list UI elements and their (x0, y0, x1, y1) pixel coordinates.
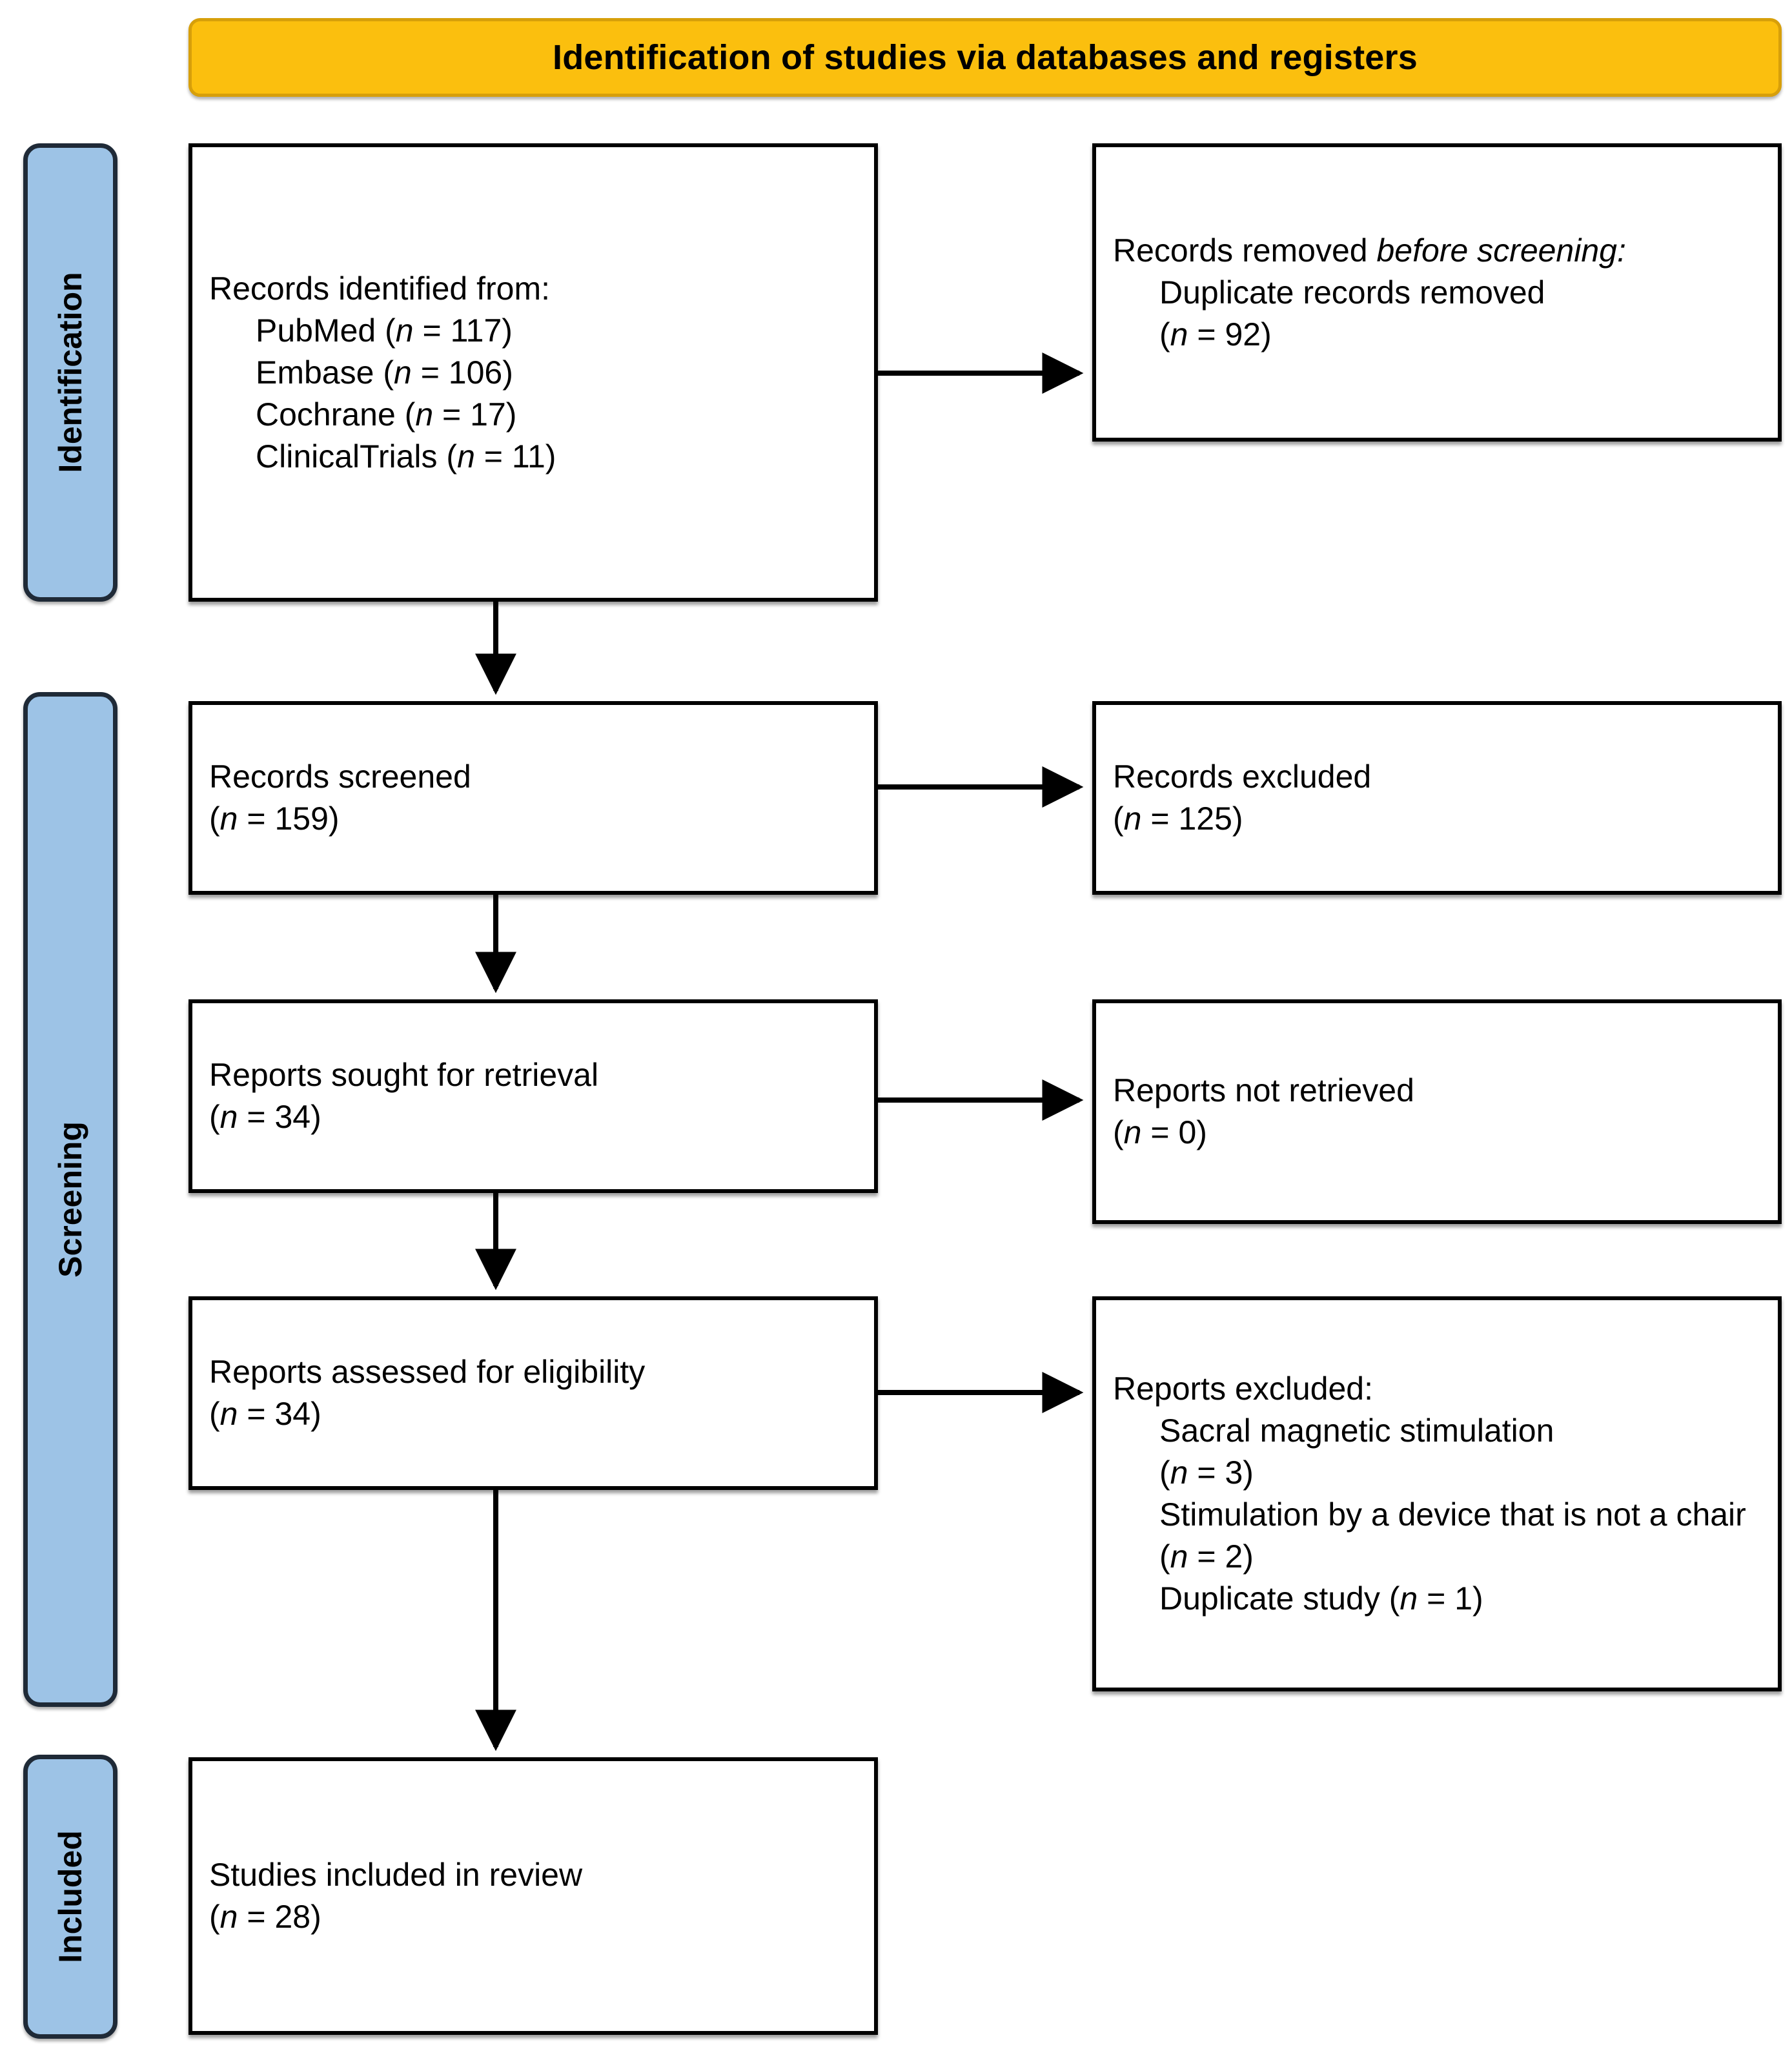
reports-excluded-reason: Sacral magnetic stimulation(n = 3) (1159, 1413, 1554, 1491)
box-reports-sought-for-retrieval: Reports sought for retrieval (n = 34) (188, 999, 878, 1193)
records-excluded-title: Records excluded (1113, 759, 1372, 795)
box-reports-excluded: Reports excluded: Sacral magnetic stimul… (1092, 1296, 1782, 1691)
records-screened-title: Records screened (209, 759, 471, 795)
reports-sought-count: (n = 34) (209, 1099, 321, 1135)
reports-excluded-reason: Stimulation by a device that is not a ch… (1159, 1496, 1746, 1575)
stage-label-identification: Identification (52, 272, 88, 473)
records-identified-item: ClinicalTrials (n = 11) (256, 438, 556, 474)
box-records-identified: Records identified from: PubMed (n = 117… (188, 143, 878, 602)
records-identified-item: Cochrane (n = 17) (256, 396, 517, 433)
reports-assessed-count: (n = 34) (209, 1396, 321, 1432)
reports-sought-title: Reports sought for retrieval (209, 1057, 599, 1093)
records-identified-title: Records identified from: (209, 270, 551, 307)
reports-not-retrieved-title: Reports not retrieved (1113, 1072, 1414, 1108)
records-removed-title: Records removed before screening: (1113, 232, 1626, 269)
header-title: Identification of studies via databases … (553, 38, 1418, 77)
stage-label-screening: Screening (52, 1121, 88, 1278)
reports-excluded-title: Reports excluded: (1113, 1371, 1374, 1407)
box-reports-assessed-for-eligibility: Reports assessed for eligibility (n = 34… (188, 1296, 878, 1490)
studies-included-title: Studies included in review (209, 1857, 583, 1893)
records-screened-count: (n = 159) (209, 801, 340, 837)
records-removed-item: Duplicate records removed(n = 92) (1159, 274, 1545, 352)
records-identified-item: PubMed (n = 117) (256, 312, 513, 349)
studies-included-count: (n = 28) (209, 1899, 321, 1935)
records-excluded-count: (n = 125) (1113, 801, 1243, 837)
reports-not-retrieved-count: (n = 0) (1113, 1114, 1207, 1150)
stage-band-identification: Identification (23, 143, 117, 602)
reports-excluded-reason: Duplicate study (n = 1) (1159, 1580, 1483, 1617)
box-records-removed-before-screening: Records removed before screening: Duplic… (1092, 143, 1782, 442)
records-identified-item: Embase (n = 106) (256, 354, 513, 391)
stage-band-screening: Screening (23, 692, 117, 1707)
stage-label-included: Included (52, 1830, 88, 1963)
box-reports-not-retrieved: Reports not retrieved (n = 0) (1092, 999, 1782, 1224)
reports-assessed-title: Reports assessed for eligibility (209, 1354, 646, 1390)
stage-band-included: Included (23, 1755, 117, 2039)
box-studies-included-in-review: Studies included in review (n = 28) (188, 1757, 878, 2035)
box-records-excluded: Records excluded (n = 125) (1092, 701, 1782, 895)
box-records-screened: Records screened (n = 159) (188, 701, 878, 895)
header-banner: Identification of studies via databases … (188, 18, 1782, 97)
